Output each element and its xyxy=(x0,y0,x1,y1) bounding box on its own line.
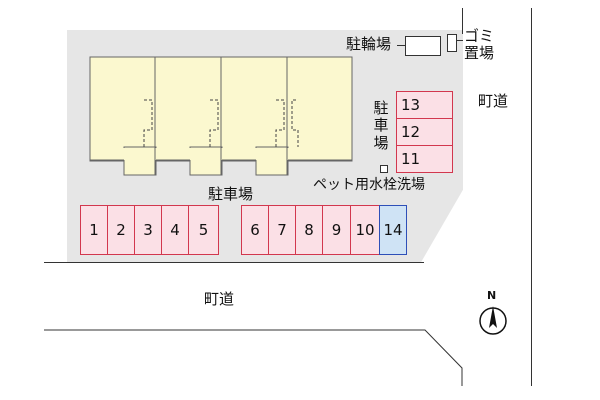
space-number: 10 xyxy=(355,221,375,239)
parking-space-3: 3 xyxy=(134,205,162,255)
road-east-label: 町道 xyxy=(478,92,509,110)
space-number: 4 xyxy=(170,221,180,239)
parking-side-label: 駐車場 xyxy=(373,99,389,152)
parking-center-label: 駐車場 xyxy=(208,185,254,203)
space-number: 9 xyxy=(331,221,342,239)
parking-space-11: 11 xyxy=(396,145,453,173)
pet-wash-label: ペット用水栓洗場 xyxy=(313,177,425,193)
space-number: 1 xyxy=(89,221,99,239)
garbage-bin xyxy=(447,34,457,52)
north-label: N xyxy=(487,289,497,302)
space-number: 5 xyxy=(198,221,209,239)
space-number: 7 xyxy=(277,221,287,239)
bicycle-parking-label: 駐輪場 xyxy=(346,35,392,53)
garbage-label: ゴミ置場 xyxy=(464,27,508,63)
parking-space-7: 7 xyxy=(268,205,296,255)
parking-space-4: 4 xyxy=(161,205,189,255)
road-east-edge-right xyxy=(531,8,532,386)
bicycle-parking-arrow xyxy=(397,45,405,46)
garbage-bin-connector xyxy=(457,40,463,41)
space-number: 6 xyxy=(250,221,260,239)
space-number: 14 xyxy=(383,221,403,239)
space-number: 2 xyxy=(116,221,126,239)
road-south-edge-top-east xyxy=(420,262,421,263)
parking-space-2: 2 xyxy=(107,205,135,255)
space-number: 8 xyxy=(304,221,314,239)
space-number: 3 xyxy=(143,221,153,239)
parking-space-10: 10 xyxy=(350,205,380,255)
parking-space-12: 12 xyxy=(396,118,453,146)
parking-space-13: 13 xyxy=(396,91,453,119)
parking-space-8: 8 xyxy=(295,205,323,255)
space-number: 12 xyxy=(401,123,421,141)
space-number: 13 xyxy=(401,96,421,114)
site-corner-cut xyxy=(420,188,464,264)
bicycle-parking-shed xyxy=(405,36,441,56)
parking-space-1: 1 xyxy=(80,205,108,255)
parking-space-5: 5 xyxy=(188,205,219,255)
parking-space-9: 9 xyxy=(322,205,351,255)
garbage-label-text: ゴミ置場 xyxy=(464,27,495,63)
road-east-edge-left xyxy=(462,8,463,34)
faucet-icon xyxy=(380,165,388,173)
road-south-edge-top xyxy=(44,262,424,263)
space-number: 11 xyxy=(401,150,421,168)
compass-icon xyxy=(479,306,507,335)
parking-space-6: 6 xyxy=(241,205,269,255)
parking-space-14: 14 xyxy=(379,205,407,255)
road-south-label: 町道 xyxy=(204,290,235,308)
